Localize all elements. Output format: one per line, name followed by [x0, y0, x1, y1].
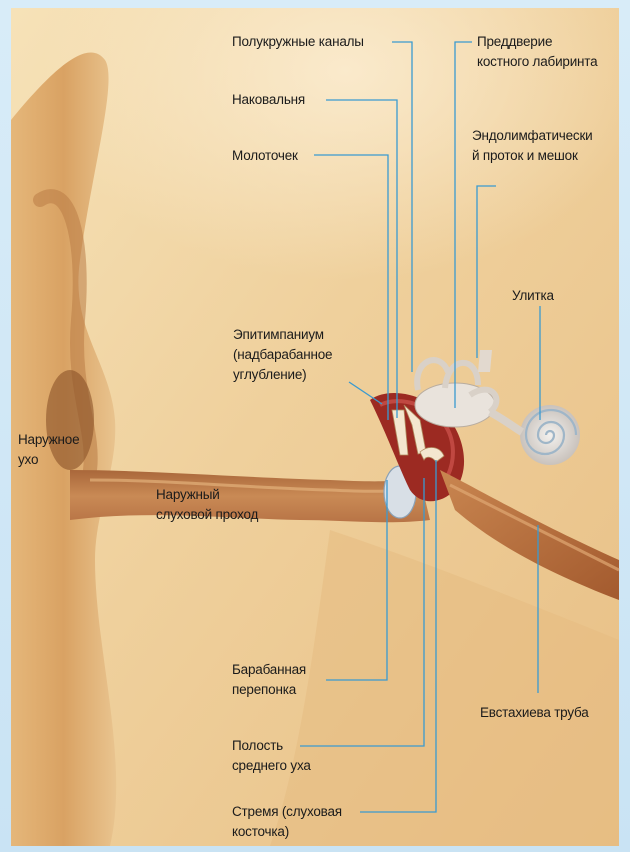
cochlea — [520, 405, 580, 465]
label-incus: Наковальня — [232, 90, 305, 110]
label-endolymphatic: Эндолимфатически й проток и мешок — [472, 126, 593, 166]
endolymphatic-sac — [478, 350, 492, 372]
label-outer-ear: Наружное ухо — [18, 430, 79, 470]
label-epitympanum: Эпитимпаниум (надбарабанное углубление) — [233, 325, 332, 385]
label-malleus: Молоточек — [232, 146, 298, 166]
label-eardrum: Барабанная перепонка — [232, 660, 306, 700]
label-semicircular-canals: Полукружные каналы — [232, 32, 364, 52]
label-ear-canal: Наружный слуховой проход — [156, 485, 258, 525]
label-vestibule: Преддверие костного лабиринта — [477, 32, 597, 72]
label-eustachian: Евстахиева труба — [480, 703, 589, 723]
label-middle-ear: Полость среднего уха — [232, 736, 311, 776]
label-stapes: Стремя (слуховая косточка) — [232, 802, 342, 842]
label-cochlea: Улитка — [512, 286, 554, 306]
